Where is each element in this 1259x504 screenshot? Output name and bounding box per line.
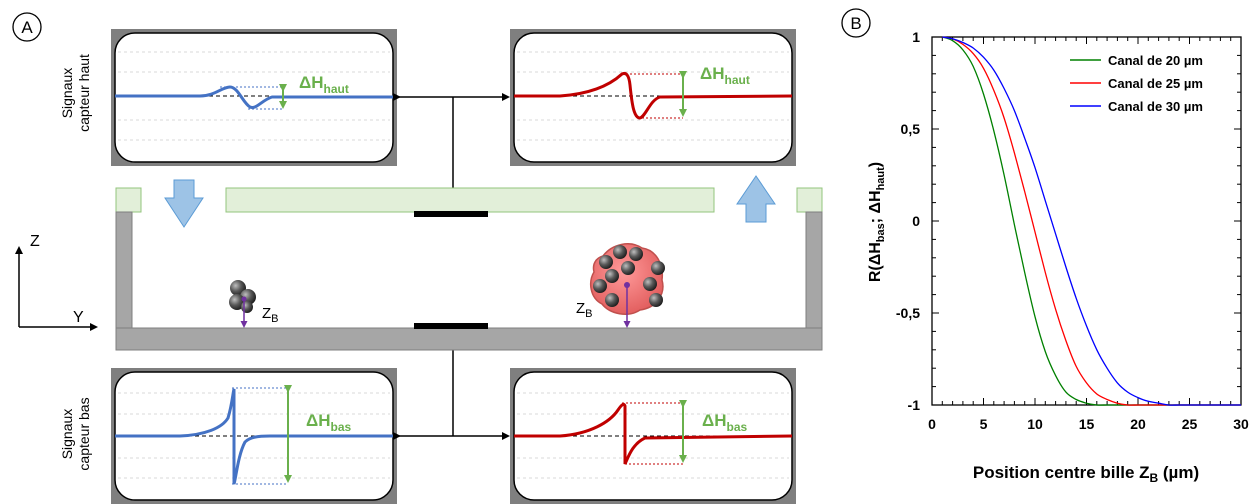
zb-label-left: ZB xyxy=(262,305,279,325)
side-label-top-line1: Signaux xyxy=(59,68,75,119)
x-tick-label: 30 xyxy=(1233,416,1249,432)
series-line-3 xyxy=(942,36,1241,406)
y-tick-label: 0,5 xyxy=(901,121,921,137)
red-signal-top xyxy=(514,71,793,120)
panel-a-marker: A xyxy=(12,12,42,42)
y-tick-label: -1 xyxy=(908,397,921,413)
signal-box-bottom-right: ΔHbas xyxy=(510,368,796,504)
flow-in-arrow xyxy=(164,179,204,228)
sensor-bottom xyxy=(414,323,488,329)
x-tick-label: 0 xyxy=(928,416,936,432)
correlation-chart: 0 5 10 15 20 25 30 1 0,5 0 -0,5 -1 Canal de 20 µm Ca… xyxy=(896,29,1249,432)
blue-signal-bottom xyxy=(115,388,393,485)
x-tick-label: 10 xyxy=(1027,416,1043,432)
legend-label: Canal de 30 µm xyxy=(1108,99,1203,114)
signal-box-top-left: ΔHhaut xyxy=(111,29,397,166)
legend-label: Canal de 25 µm xyxy=(1108,76,1203,91)
x-tick-label: 20 xyxy=(1130,416,1146,432)
bead-cluster-left: ZB xyxy=(229,280,279,328)
sensor-top xyxy=(414,211,488,217)
side-label-bottom: Signauxcapteur bas xyxy=(59,397,92,470)
delta-h-bas-right: ΔHbas xyxy=(702,411,748,434)
y-axis-title: R(ΔHbas; ΔHhaut) xyxy=(867,162,887,282)
axis-y-label: Y xyxy=(73,309,84,326)
channel xyxy=(115,175,823,351)
panel-b-marker: B xyxy=(841,8,871,38)
x-tick-label: 5 xyxy=(980,416,988,432)
delta-h-haut-left: ΔHhaut xyxy=(299,73,349,96)
x-tick-label: 15 xyxy=(1079,416,1095,432)
panel-a: A Signauxcapteur haut Signauxcapteur bas… xyxy=(12,12,823,504)
delta-h-haut-right: ΔHhaut xyxy=(700,64,750,87)
plot-frame xyxy=(931,36,1242,406)
y-tick-label: -0,5 xyxy=(896,305,920,321)
panel-b-letter: B xyxy=(850,14,861,33)
channel-top-cover xyxy=(225,187,715,213)
channel-floor xyxy=(115,327,823,351)
panel-b: B 0 5 10 15 20 25 30 1 0,5 0 -0,5 -1 Canal de 20 µm… xyxy=(841,8,1249,485)
connectors xyxy=(393,93,510,440)
series-line-1 xyxy=(942,36,1241,406)
yz-axes: Z Y xyxy=(15,233,98,331)
signal-box-bottom-left: ΔHbas xyxy=(111,368,397,504)
panel-a-letter: A xyxy=(21,18,33,37)
x-tick-label: 25 xyxy=(1182,416,1198,432)
side-label-top: Signauxcapteur haut xyxy=(59,54,92,132)
side-label-bottom-line1: Signaux xyxy=(59,409,75,460)
y-tick-label: 1 xyxy=(912,29,920,45)
cell-with-beads: ZB xyxy=(576,243,665,328)
flow-out-arrow xyxy=(736,175,776,223)
y-tick-label: 0 xyxy=(912,213,920,229)
series-line-2 xyxy=(942,36,1241,406)
axis-z-label: Z xyxy=(30,233,40,250)
side-label-bottom-line2: capteur bas xyxy=(76,397,92,470)
blue-signal-top xyxy=(115,85,393,110)
delta-h-bas-left: ΔHbas xyxy=(306,411,352,434)
zb-label-right: ZB xyxy=(576,300,593,320)
legend-label: Canal de 20 µm xyxy=(1108,53,1203,68)
red-signal-bottom xyxy=(514,402,793,465)
side-label-top-line2: capteur haut xyxy=(76,54,92,132)
x-axis-title: Position centre bille ZB (µm) xyxy=(973,463,1199,485)
signal-box-top-right: ΔHhaut xyxy=(510,29,796,166)
